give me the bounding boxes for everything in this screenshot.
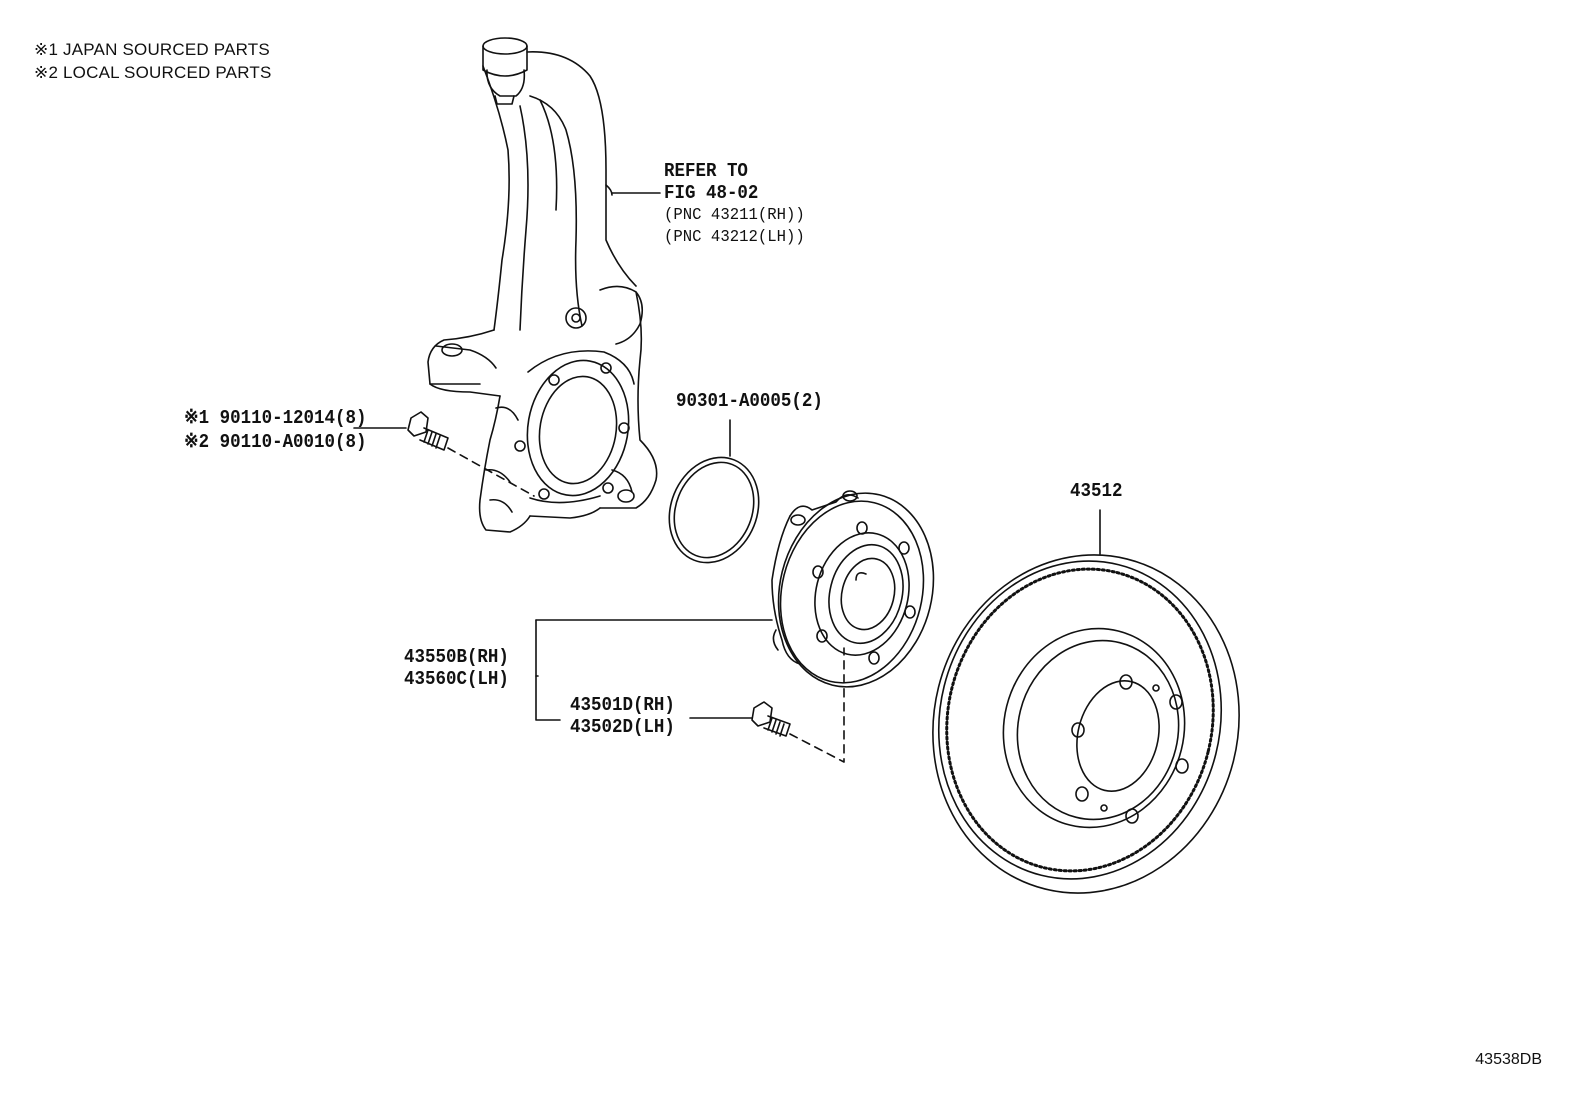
hub-bolt-part-number-lh: 43502D(LH) [570, 716, 675, 738]
o-ring-part-number: 90301-A0005(2) [676, 390, 823, 412]
hub-bolt-install-path [790, 648, 844, 762]
pnc-lh-label: (PNC 43212(LH)) [664, 228, 805, 247]
hub-bearing-assembly [759, 477, 954, 704]
figure-reference-label: FIG 48-02 [664, 182, 759, 204]
bolt-install-path [448, 448, 534, 496]
knuckle-bolt [408, 412, 448, 450]
legend-japan-sourced: ※1 JAPAN SOURCED PARTS [34, 40, 270, 59]
legend-local-sourced: ※2 LOCAL SOURCED PARTS [34, 63, 272, 82]
rotor-part-number: 43512 [1070, 480, 1123, 502]
hub-bolt-part-number-rh: 43501D(RH) [570, 694, 675, 716]
hub-part-number-rh: 43550B(RH) [404, 646, 509, 668]
steering-knuckle [428, 38, 657, 532]
refer-label: REFER TO [664, 160, 748, 182]
disc-rotor [897, 522, 1274, 925]
sourcing-legend: ※1 JAPAN SOURCED PARTS ※2 LOCAL SOURCED … [34, 38, 272, 84]
hub-bolt [752, 702, 790, 736]
bolt-part-number-japan: ※1 90110-12014(8) [184, 407, 367, 429]
o-ring [654, 444, 774, 576]
hub-part-number-lh: 43560C(LH) [404, 668, 509, 690]
leader-lines [354, 193, 1100, 720]
pnc-rh-label: (PNC 43211(RH)) [664, 206, 805, 225]
bolt-part-number-local: ※2 90110-A0010(8) [184, 431, 367, 453]
figure-id: 43538DB [1475, 1051, 1542, 1068]
